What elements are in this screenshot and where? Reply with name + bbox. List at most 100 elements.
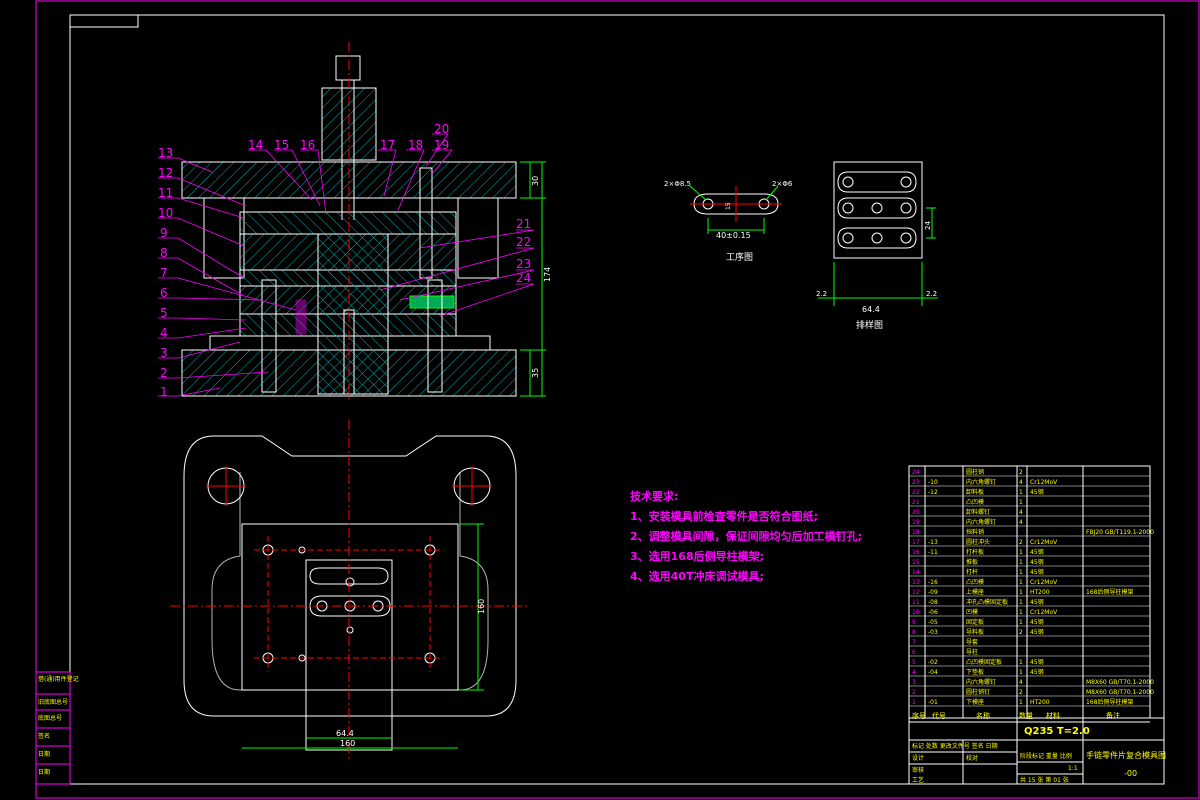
balloon-24: 24 <box>516 271 531 285</box>
bom-cell-no: 11 <box>912 599 920 606</box>
bom-cell-material: 45钢 <box>1030 568 1044 576</box>
wp-hole-left: 2×Φ8.5 <box>664 180 691 188</box>
bom-cell-qty: 1 <box>1019 569 1023 576</box>
inner-border <box>69 14 1165 785</box>
bom-cell-code: -01 <box>928 699 938 706</box>
bom-cell-qty: 4 <box>1019 679 1023 686</box>
bom-cell-name: 圆柱冲头 <box>966 538 990 546</box>
plan-dim-inner: 64.4 <box>336 729 354 738</box>
bom-cell-name: 打杆 <box>966 568 978 576</box>
plan-view: 64.4 160 160 <box>170 420 530 760</box>
bom-cell-code: -11 <box>928 549 938 556</box>
bom-cell-no: 2 <box>912 689 916 696</box>
bom-header-material: 材料 <box>1046 711 1060 720</box>
bom-cell-qty: 1 <box>1019 609 1023 616</box>
balloon-18: 18 <box>408 138 423 152</box>
bom-cell-remark: M8X60 GB/T70.1-2000 <box>1086 679 1154 686</box>
bom-header-remark: 备注 <box>1106 711 1120 720</box>
bom-cell-qty: 1 <box>1019 559 1023 566</box>
balloon-leaders <box>158 133 535 397</box>
bom-cell-name: 凸凹模固定板 <box>966 658 1002 666</box>
tech-item-2: 2、调整模具间隙，保证间隙均匀后加工模钉孔; <box>630 529 862 543</box>
bom-cell-remark: 168后侧导柱模架 <box>1086 698 1133 706</box>
balloon-7: 7 <box>160 266 168 280</box>
bom-cell-qty: 1 <box>1019 579 1023 586</box>
bom-header-code: 代号 <box>932 711 946 720</box>
bom-cell-name: 冲孔凸模固定板 <box>966 598 1008 606</box>
balloon-3: 3 <box>160 346 168 360</box>
bom-header-no: 序号 <box>912 711 926 720</box>
bom-cell-code: -13 <box>928 539 938 546</box>
bom-cell-qty: 1 <box>1019 659 1023 666</box>
balloon-22: 22 <box>516 235 531 249</box>
bom-cell-code: -09 <box>928 589 938 596</box>
bom-cell-no: 22 <box>912 489 920 496</box>
strip-view: 64.4 2.2 2.2 24 排样图 <box>816 161 938 331</box>
bom-cell-qty: 2 <box>1019 539 1023 546</box>
bom-cell-no: 4 <box>912 669 916 676</box>
backing-plate <box>239 211 457 235</box>
bom-cell-qty: 1 <box>1019 619 1023 626</box>
bom-cell-material: Cr12MoV <box>1030 479 1058 486</box>
balloon-15: 15 <box>274 138 289 152</box>
title-block: Q235 T=2.0 手链零件片复合模具图 标记 处数 更改文件号 签名 日期 … <box>908 717 1166 785</box>
bom-cell-no: 20 <box>912 509 920 516</box>
bom-cell-no: 10 <box>912 609 920 616</box>
strip-width: 64.4 <box>862 305 880 314</box>
bom-cell-name: 内六角螺钉 <box>966 478 996 486</box>
wp-hole-right: 2×Φ6 <box>772 180 793 188</box>
bom-cell-no: 16 <box>912 549 920 556</box>
bom-cell-name: 推板 <box>966 558 978 566</box>
balloon-1: 1 <box>160 385 168 399</box>
balloon-11: 11 <box>158 186 173 200</box>
dim-bottom-plate: 35 <box>531 368 540 378</box>
dim-total-height: 174 <box>543 267 552 282</box>
tb-sheet: 共 15 张 第 01 张 <box>1020 776 1069 784</box>
bom-cell-code: -06 <box>928 609 938 616</box>
bom-cell-remark: M8X60 GB/T70.1-2000 <box>1086 689 1154 696</box>
tb-role-2: 审核 <box>912 766 924 774</box>
bom-cell-no: 9 <box>912 619 916 626</box>
bom-cell-material: 45钢 <box>1030 618 1044 626</box>
bom-cell-no: 24 <box>912 469 920 476</box>
bom-cell-qty: 1 <box>1019 499 1023 506</box>
bom-cell-qty: 1 <box>1019 489 1023 496</box>
bom-cell-name: 导柱 <box>966 648 978 656</box>
knockout-head <box>335 55 361 81</box>
bom-cell-name: 打杆板 <box>966 548 984 556</box>
bom-cell-qty: 1 <box>1019 599 1023 606</box>
bom-cell-name: 凸凹模 <box>966 578 984 586</box>
strip-margin-right: 2.2 <box>926 290 937 298</box>
section-view: 30 174 35 <box>181 42 552 400</box>
bom-cell-material: Cr12MoV <box>1030 609 1058 616</box>
bom-cell-no: 8 <box>912 629 916 636</box>
bom-cell-material: 45钢 <box>1030 558 1044 566</box>
bom-header-qty: 数量 <box>1019 711 1033 720</box>
balloon-5: 5 <box>160 306 168 320</box>
bom-cell-material: HT200 <box>1030 699 1050 706</box>
bom-cell-no: 3 <box>912 679 916 686</box>
wp-pitch: 40±0.15 <box>716 231 751 240</box>
balloon-21: 21 <box>516 217 531 231</box>
strip-label-0: 借(通)用件登记 <box>38 675 79 683</box>
balloon-16: 16 <box>300 138 315 152</box>
strip-label-2: 底图总号 <box>38 714 62 722</box>
balloon-19: 19 <box>434 138 449 152</box>
bom-cell-name: 下垫板 <box>966 668 984 676</box>
bom-cell-qty: 2 <box>1019 629 1023 636</box>
central-punch-die <box>317 233 389 395</box>
tb-role-1: 校对 <box>966 754 978 762</box>
balloon-23: 23 <box>516 257 531 271</box>
bom-cell-material: 45钢 <box>1030 488 1044 496</box>
bom-cell-qty: 2 <box>1019 469 1023 476</box>
bom-cell-name: 圆柱销钉 <box>966 688 990 696</box>
bom-cell-remark: 168后侧导柱模架 <box>1086 588 1133 596</box>
bom-cell-name: 导料板 <box>966 628 984 636</box>
tb-drawing-name: 手链零件片复合模具图 <box>1086 750 1166 760</box>
bom-cell-code: -10 <box>928 479 938 486</box>
bom-cell-no: 5 <box>912 659 916 666</box>
balloon-numbers: 1 2 3 4 5 6 7 8 9 10 11 12 13 14 15 16 1… <box>158 122 531 399</box>
balloon-20: 20 <box>434 122 449 136</box>
bom-cell-qty: 4 <box>1019 509 1023 516</box>
